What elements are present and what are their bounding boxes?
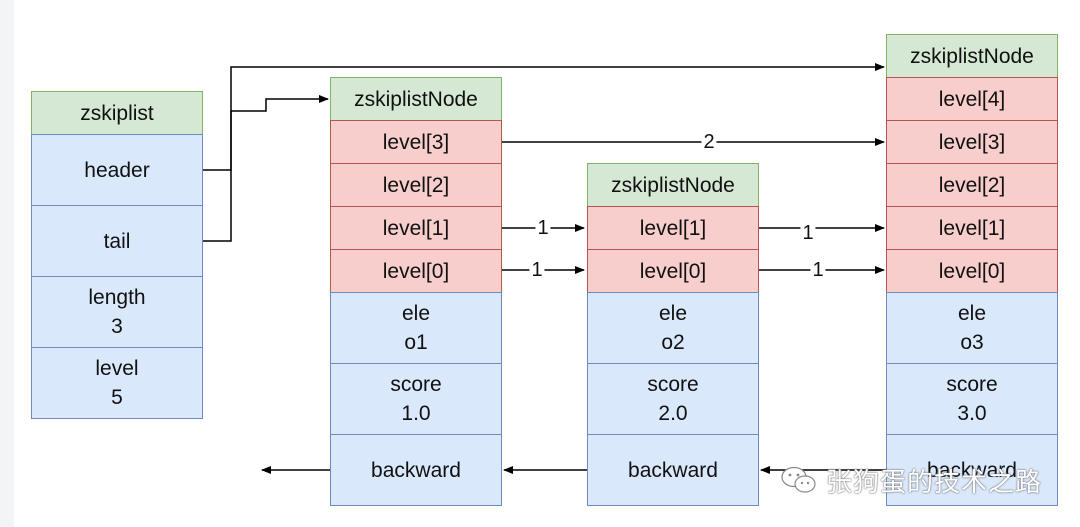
node3-ele-value: o3 [960, 331, 984, 354]
tail-field-text: tail [103, 229, 131, 253]
node2-title: zskiplistNode [587, 163, 759, 207]
zskiplist-level-field: level 5 [31, 347, 203, 419]
node3-level-1: level[1] [886, 206, 1058, 250]
span-label-n2-level1: 1 [800, 222, 816, 244]
node2-backward: backward [587, 434, 759, 506]
node3-score: score 3.0 [886, 363, 1058, 435]
node3-level-0-text: level[0] [938, 259, 1006, 283]
node3-level-2: level[2] [886, 163, 1058, 207]
node3-title: zskiplistNode [886, 34, 1058, 78]
wechat-icon [781, 466, 816, 493]
zskiplist-title-text: zskiplist [80, 101, 154, 125]
level-value: 5 [111, 386, 123, 409]
node1-ele: ele o1 [330, 292, 502, 364]
header-pointer-arrow [203, 63, 885, 171]
level-label: level [95, 357, 139, 380]
node3-level-4: level[4] [886, 77, 1058, 121]
node3-level-1-text: level[1] [938, 216, 1006, 240]
node3-title-text: zskiplistNode [910, 44, 1034, 68]
span-label-n1-level3: 2 [701, 131, 717, 153]
node2-level-1: level[1] [587, 206, 759, 250]
zskiplist-length-field: length 3 [31, 276, 203, 348]
node1-score-value: 1.0 [401, 402, 431, 425]
span-label-n1-level0: 1 [529, 259, 545, 281]
node1-score-label: score [390, 373, 442, 396]
node2-score-value: 2.0 [658, 402, 688, 425]
zskiplist-title: zskiplist [31, 91, 203, 135]
node2-level-0-text: level[0] [639, 259, 707, 283]
watermark: 张狗蛋的技术之路 [780, 460, 1042, 500]
zskiplist-tail-field: tail [31, 205, 203, 277]
node2-ele: ele o2 [587, 292, 759, 364]
node3-level-3: level[3] [886, 120, 1058, 164]
node2-title-text: zskiplistNode [611, 173, 735, 197]
node1-ele-value: o1 [404, 331, 428, 354]
node1-level-2-text: level[2] [382, 173, 450, 197]
tail-pointer-arrow [203, 95, 329, 242]
node3-level-0: level[0] [886, 249, 1058, 293]
header-field-text: header [84, 158, 150, 182]
watermark-text: 张狗蛋的技术之路 [826, 466, 1043, 497]
node3-ele: ele o3 [886, 292, 1058, 364]
node1-level-2: level[2] [330, 163, 502, 207]
node1-backward: backward [330, 434, 502, 506]
node2-ele-label: ele [658, 302, 688, 325]
span-label-n2-level0: 1 [810, 259, 826, 281]
node2-score-label: score [647, 373, 699, 396]
node3-backward: backward [886, 434, 1058, 506]
node2-score: score 2.0 [587, 363, 759, 435]
node1-level-1: level[1] [330, 206, 502, 250]
node2-level-0: level[0] [587, 249, 759, 293]
node2-level-1-text: level[1] [639, 216, 707, 240]
node1-score: score 1.0 [330, 363, 502, 435]
node1-level-3-text: level[3] [382, 130, 450, 154]
node1-ele-label: ele [401, 302, 431, 325]
node3-level-2-text: level[2] [938, 173, 1006, 197]
left-margin [0, 0, 14, 527]
node1-level-3: level[3] [330, 120, 502, 164]
span-label-n1-level1: 1 [535, 217, 551, 239]
node3-level-4-text: level[4] [938, 87, 1006, 111]
node3-score-label: score [946, 373, 998, 396]
node3-level-3-text: level[3] [938, 130, 1006, 154]
node1-level-1-text: level[1] [382, 216, 450, 240]
node1-level-0: level[0] [330, 249, 502, 293]
node1-level-0-text: level[0] [382, 259, 450, 283]
node3-backward-text: backward [927, 458, 1017, 482]
node1-title-text: zskiplistNode [354, 87, 478, 111]
node3-ele-label: ele [957, 302, 987, 325]
node2-ele-value: o2 [661, 331, 685, 354]
zskiplist-header-field: header [31, 134, 203, 206]
node1-title: zskiplistNode [330, 77, 502, 121]
node1-backward-text: backward [371, 458, 461, 482]
node3-score-value: 3.0 [957, 402, 987, 425]
length-value: 3 [111, 315, 123, 338]
node2-backward-text: backward [628, 458, 718, 482]
length-label: length [88, 286, 146, 309]
